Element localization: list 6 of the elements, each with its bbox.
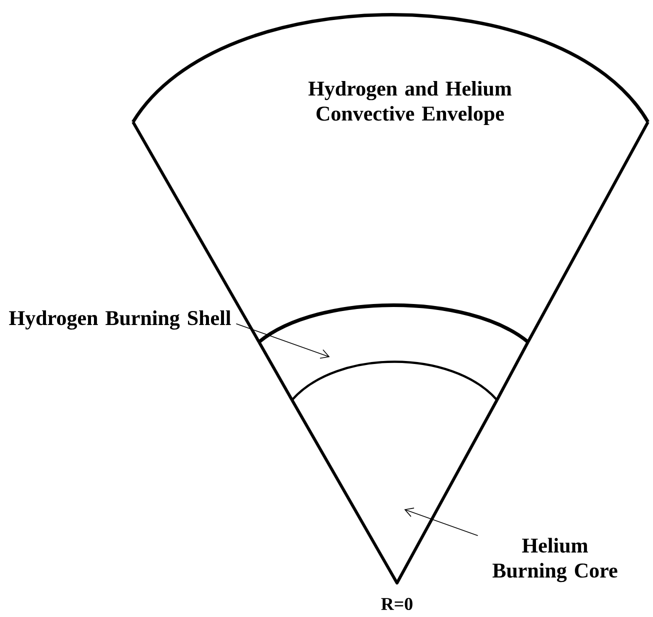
leader-arrow — [404, 508, 478, 536]
origin-label: R=0 — [381, 598, 412, 610]
leader-arrow — [236, 323, 330, 359]
region-label: Helium Burning Core — [492, 538, 618, 582]
region-label: Hydrogen Burning Shell — [9, 310, 231, 330]
shell-region — [258, 304, 530, 401]
